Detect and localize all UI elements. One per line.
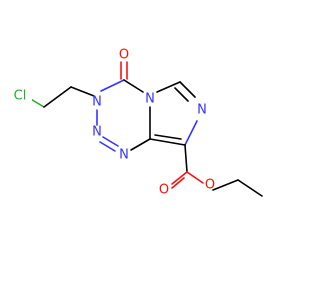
- bond-c8-c8a-b: [154, 134, 182, 140]
- bond-n7-c8: [184, 120, 198, 146]
- atom-label-o-ester-carbonyl: O: [159, 183, 169, 198]
- atom-label-o-carbonyl: O: [119, 48, 129, 63]
- bond-cester-oether: [186, 171, 204, 184]
- bond-c8-cester: [184, 144, 188, 173]
- bond-c8a-n1: [130, 138, 151, 151]
- bond-c8-c8a-a: [149, 138, 186, 146]
- atom-label-n1: N: [119, 148, 129, 163]
- molecule-structure: Cl N O N N N N O O: [8, 47, 263, 198]
- bond-ch2-ch3: [237, 179, 263, 197]
- atom-label-cl: Cl: [14, 89, 27, 104]
- bond-c6-n7-a: [179, 81, 196, 98]
- bond-cester-o-b: [171, 177, 185, 189]
- bond-cester-o-a: [171, 171, 188, 185]
- atom-label-o-ester: O: [205, 178, 215, 193]
- structure-canvas: Cl N O N N N N O O: [8, 47, 263, 198]
- atom-label-n2: N: [92, 125, 102, 140]
- atom-label-n3: N: [92, 95, 102, 110]
- label-bg-cl: [8, 88, 32, 104]
- bond-n5-c6: [156, 81, 181, 93]
- bond-c-c-chain2: [70, 86, 95, 97]
- atom-label-n-imidazole: N: [197, 103, 207, 118]
- bond-n1-n2-a: [102, 136, 119, 147]
- atom-label-n-bridge: N: [145, 92, 155, 107]
- bond-c6-n7-b: [174, 87, 189, 102]
- bond-c-c-chain1: [43, 86, 72, 108]
- bond-oether-ch2: [212, 179, 239, 191]
- bond-n1-n2-b: [99, 141, 116, 152]
- bond-c4-n5: [123, 79, 144, 93]
- bond-n3-c4: [100, 79, 125, 92]
